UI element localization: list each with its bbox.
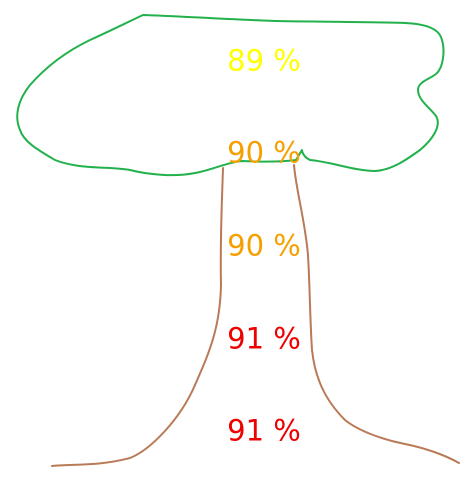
percentage-label: 91 %	[227, 413, 301, 448]
tree-trunk-right	[293, 164, 460, 464]
tree-crown-outline	[16, 14, 445, 177]
percentage-label: 89 %	[227, 43, 301, 78]
percentage-label: 90 %	[227, 135, 301, 170]
tree-trunk-left	[51, 167, 224, 467]
percentage-label: 90 %	[227, 228, 301, 263]
percentage-label: 91 %	[227, 321, 301, 356]
